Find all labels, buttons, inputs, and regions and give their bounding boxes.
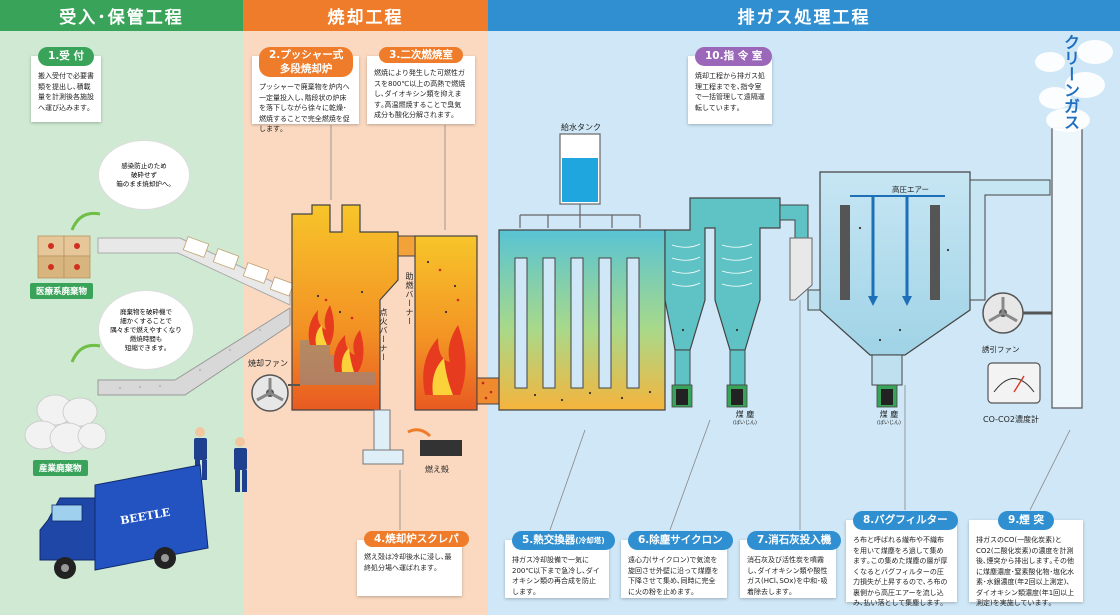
step-label-6: 6.除塵サイクロン <box>628 531 733 550</box>
step-text-4: 燃え殻は冷却後水に浸し､最終処分場へ運ばれます｡ <box>364 553 452 572</box>
step-text-6: 遠心力(サイクロン)で気流を旋回させ外壁に沿って煤塵を下降させて集め､同時に完全… <box>628 556 719 596</box>
label-high-pressure-air: 高圧エアー <box>892 185 930 194</box>
step-label-1: 1.受 付 <box>38 47 94 66</box>
header-incineration: 焼却工程 <box>243 0 488 31</box>
step-label-4: 4.焼却炉スクレパ <box>364 531 469 547</box>
step-label-5-main: 5.熱交換器 <box>522 534 576 546</box>
step-card-1: 1.受 付 搬入受付で必要書類を提出し､積載量を計測後各施設へ運び込みます｡ <box>31 47 101 122</box>
step-text-5: 排ガス冷却設備で一気に200℃以下まで急冷し､ダイオキシン類の再合成を防止します… <box>512 556 600 596</box>
header-exhaust-treatment: 排ガス処理工程 <box>488 0 1120 31</box>
step-card-9: 9.煙 突 排ガスのCO(一酸化炭素)とCO2(二酸化炭素)の濃度を計測後､煙突… <box>969 511 1083 607</box>
label-dust-2-sub: (ばいじん) <box>877 420 901 426</box>
step-label-2: 2.プッシャー式 多段焼却炉 <box>259 47 354 77</box>
label-incineration-fan: 焼却ファン <box>248 359 288 368</box>
step-text-2: プッシャーで廃棄物を炉内へ一定量投入し､階段状の炉床を落下しながら徐々に乾燥･燃… <box>259 83 350 133</box>
step-label-5-sub: (冷却塔) <box>575 536 605 545</box>
label-water-tank: 給水タンク <box>561 123 601 132</box>
step-card-8: 8.バグフィルター ろ布と呼ばれる繊布や不織布を用いて煤塵をろ過して集めます｡こ… <box>846 511 958 607</box>
step-label-9: 9.煙 突 <box>998 511 1054 530</box>
step-text-7: 消石灰及び活性炭を噴霧し､ダイオキシン類や酸性ガス(HCl､SOx)を中和･吸着… <box>747 556 828 596</box>
label-dust-2-main: 煤 塵 <box>879 410 899 419</box>
label-ash: 燃え殻 <box>425 465 449 474</box>
label-ignition-burner: 点火バーナー <box>379 308 388 362</box>
step-card-3: 3.二次燃焼室 燃焼により発生した可燃性ガスを800℃以上の高熱で燃焼し､ダイオ… <box>367 47 475 124</box>
step-text-9: 排ガスのCO(一酸化炭素)とCO2(二酸化炭素)の濃度を計測後､煙突から排出しま… <box>976 536 1075 607</box>
step-label-8: 8.バグフィルター <box>853 511 958 530</box>
step-label-10: 10.指 令 室 <box>695 47 773 66</box>
step-text-3: 燃焼により発生した可燃性ガスを800℃以上の高熱で燃焼し､ダイオキシン類を抑えま… <box>374 69 466 119</box>
label-medical-waste: 医療系廃棄物 <box>30 283 94 299</box>
label-dust-1-main: 煤 塵 <box>735 410 755 419</box>
label-aux-burner: 助燃バーナー <box>405 272 414 326</box>
step-card-10: 10.指 令 室 焼却工程から排ガス処理工程までを､指令室で一括管理して遠隔運転… <box>688 47 773 124</box>
step-label-5: 5.熱交換器(冷却塔) <box>512 531 615 550</box>
step-text-8: ろ布と呼ばれる繊布や不織布を用いて煤塵をろ過して集めます｡この集めた煤塵の層が厚… <box>853 536 948 607</box>
label-dust-1: 煤 塵 (ばいじん) <box>733 410 757 428</box>
step-label-7: 7.消石灰投入機 <box>747 531 842 550</box>
step-card-7: 7.消石灰投入機 消石灰及び活性炭を噴霧し､ダイオキシン類や酸性ガス(HCl､S… <box>740 531 842 598</box>
label-clean-gas: クリーンガス <box>1061 34 1080 130</box>
step-label-3: 3.二次燃焼室 <box>379 47 463 63</box>
label-induced-fan: 誘引ファン <box>982 345 1020 354</box>
label-industrial-waste: 産業廃棄物 <box>33 460 88 476</box>
step-text-1: 搬入受付で必要書類を提出し､積載量を計測後各施設へ運び込みます｡ <box>38 72 94 112</box>
bubble-medical: 感染防止のため 破砕せず 箱のまま焼却炉へ｡ <box>98 140 190 210</box>
step-text-10: 焼却工程から排ガス処理工程までを､指令室で一括管理して遠隔運転しています｡ <box>695 72 765 112</box>
header-receiving-storage: 受入･保管工程 <box>0 0 243 31</box>
step-card-6: 6.除塵サイクロン 遠心力(サイクロン)で気流を旋回させ外壁に沿って煤塵を下降さ… <box>621 531 733 598</box>
step-card-5: 5.熱交換器(冷却塔) 排ガス冷却設備で一気に200℃以下まで急冷し､ダイオキシ… <box>505 531 615 598</box>
label-dust-2: 煤 塵 (ばいじん) <box>877 410 901 428</box>
bubble-industrial: 廃棄物を破砕機で 細かくすることで 隅々まで燃えやすくなり 燃焼時間も 短縮でき… <box>98 290 194 370</box>
label-co-meter: CO-CO2濃度計 <box>983 415 1039 424</box>
step-card-4: 4.焼却炉スクレパ 燃え殻は冷却後水に浸し､最終処分場へ運ばれます｡ <box>357 531 469 596</box>
step-card-2: 2.プッシャー式 多段焼却炉 プッシャーで廃棄物を炉内へ一定量投入し､階段状の炉… <box>252 47 359 133</box>
label-dust-1-sub: (ばいじん) <box>733 420 757 426</box>
